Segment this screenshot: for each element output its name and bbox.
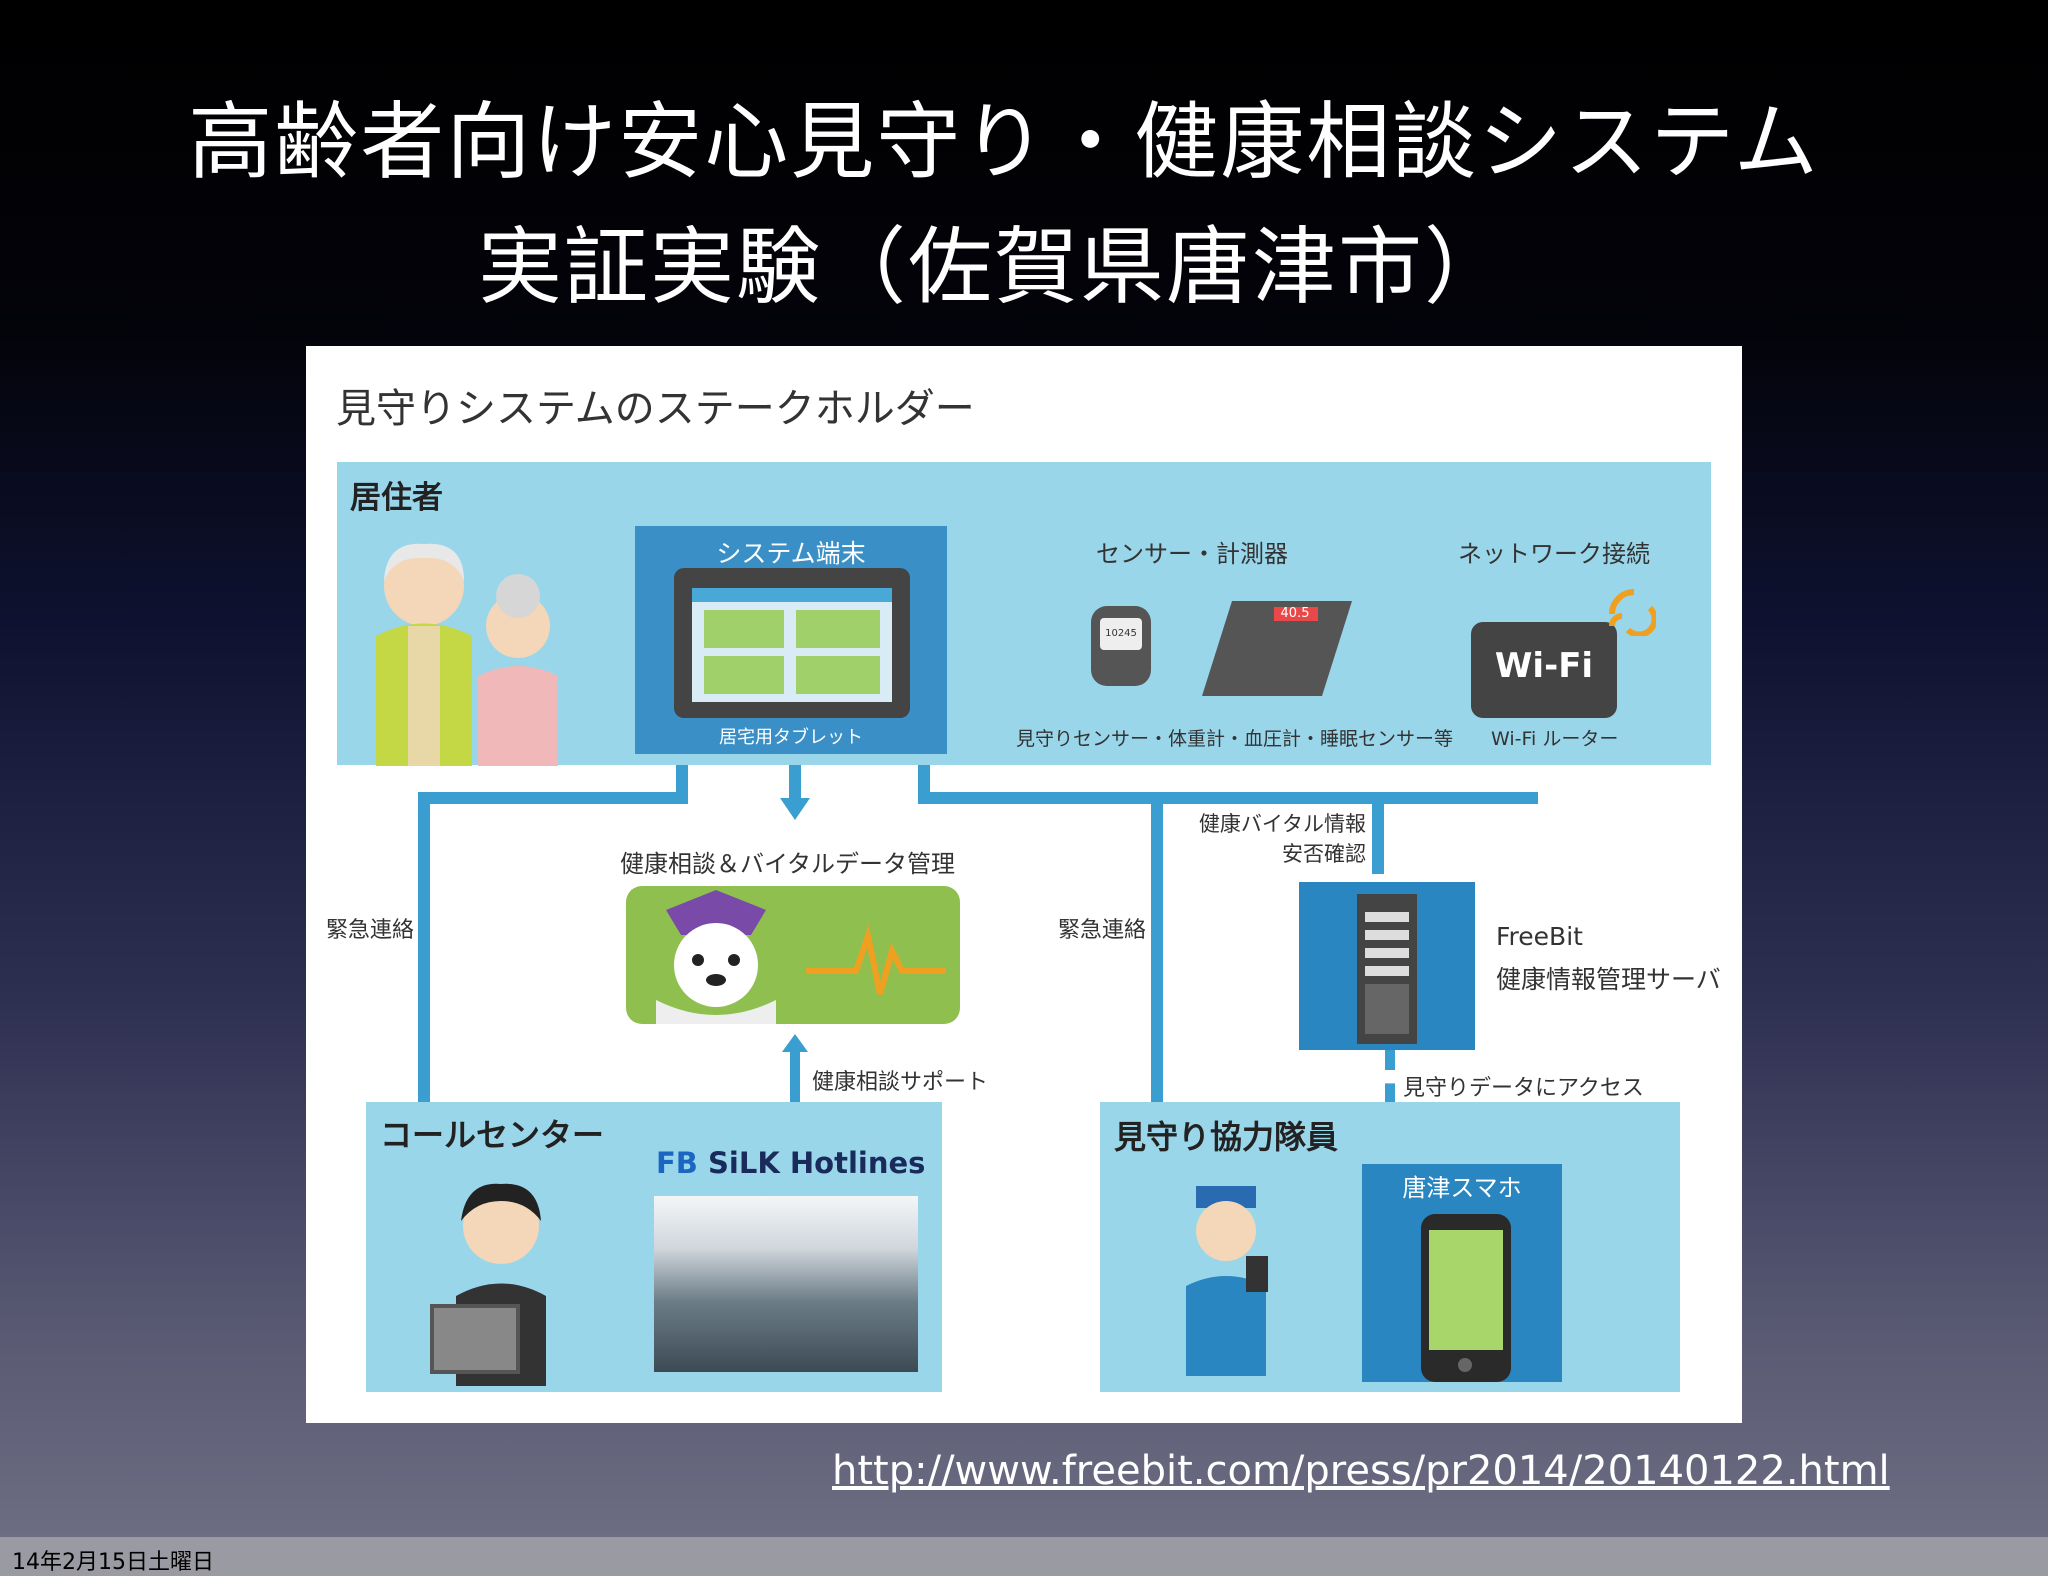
tablet-tile: [704, 656, 784, 694]
source-url-link[interactable]: http://www.freebit.com/press/pr2014/2014…: [832, 1448, 1890, 1494]
stakeholder-diagram: 見守りシステムのステークホルダー 居住者 システム端末 居宅用タ: [306, 346, 1742, 1423]
mascot-card: [626, 886, 960, 1024]
helper-person-icon: [1186, 1186, 1268, 1376]
connector-line: [918, 792, 1538, 804]
pedometer-icon: 10245: [1091, 606, 1151, 686]
vital-info-line2: 安否確認: [1282, 842, 1366, 866]
vital-data-label: 健康相談＆バイタルデータ管理: [620, 850, 956, 878]
access-label: 見守りデータにアクセス: [1403, 1076, 1644, 1101]
connector-line: [418, 792, 688, 804]
tablet-tile: [704, 610, 784, 648]
smartphone-screen: [1429, 1230, 1503, 1350]
connector-line: [676, 765, 688, 804]
connector-line: [418, 792, 430, 1145]
server-rack-icon: [1357, 894, 1417, 1044]
server-box: [1299, 882, 1475, 1050]
vital-info-line1: 健康バイタル情報: [1198, 812, 1366, 836]
sensor-caption: 見守りセンサー・体重計・血圧計・睡眠センサー等: [1016, 728, 1454, 750]
tablet-screen: [692, 588, 892, 702]
diagram-title: 見守りシステムのステークホルダー: [336, 386, 975, 432]
vital-info-label: 健康バイタル情報 安否確認: [1196, 808, 1366, 868]
elderly-couple-icon: [376, 543, 558, 766]
emergency-contact-right: 緊急連絡: [1058, 918, 1147, 943]
tablet-tile: [796, 610, 880, 648]
wifi-router-label: Wi-Fi: [1494, 646, 1594, 686]
home-button-icon: [1458, 1358, 1472, 1372]
scale-readout: 40.5: [1280, 606, 1310, 621]
terminal-caption: 居宅用タブレット: [719, 727, 863, 748]
sensor-heading: センサー・計測器: [1096, 540, 1288, 568]
slide-title-line2: 実証実験（佐賀県唐津市）: [477, 218, 1510, 316]
connector-line: [1151, 792, 1163, 1145]
operator-icon: [430, 1183, 546, 1386]
pedometer-readout: 10245: [1100, 618, 1142, 650]
slide-title-line1: 高齢者向け安心見守り・健康相談システム: [188, 93, 1820, 191]
support-arrow-shaft: [790, 1042, 800, 1160]
network-heading: ネットワーク接続: [1458, 540, 1650, 568]
wifi-signal-icon: [1609, 589, 1656, 636]
call-center-photo: [654, 1196, 918, 1372]
arrow-up-icon: [782, 1034, 808, 1052]
tablet-tile: [796, 656, 880, 694]
smartphone-icon: [1421, 1214, 1511, 1382]
terminal-heading: システム端末: [716, 539, 866, 568]
connector-arrow-shaft: [789, 765, 801, 803]
helper-heading: 見守り協力隊員: [1114, 1118, 1339, 1156]
emergency-contact-left: 緊急連絡: [326, 918, 415, 943]
server-description: 健康情報管理サーバ: [1496, 965, 1721, 994]
tablet-screen-header: [692, 588, 892, 602]
silk-logo-mark: FB: [656, 1146, 698, 1180]
connector-line: [1372, 792, 1384, 874]
resident-heading: 居住者: [350, 480, 443, 516]
silk-brand-text: SiLK Hotlines: [708, 1146, 926, 1180]
scale-icon: [1202, 601, 1352, 696]
slide-background: 高齢者向け安心見守り・健康相談システム 実証実験（佐賀県唐津市） 見守りシステム…: [0, 0, 2048, 1537]
call-center-heading: コールセンター: [380, 1116, 605, 1154]
wifi-caption: Wi-Fi ルーター: [1491, 728, 1619, 750]
support-label: 健康相談サポート: [812, 1070, 989, 1095]
date-footer: 14年2月15日土曜日: [12, 1550, 214, 1575]
arrow-down-icon: [780, 798, 810, 820]
server-name: FreeBit: [1496, 922, 1583, 951]
tablet-icon: [674, 568, 910, 718]
smartphone-heading: 唐津スマホ: [1402, 1174, 1522, 1202]
pulse-wave-icon: [806, 924, 946, 995]
wifi-router-icon: Wi-Fi: [1471, 622, 1617, 718]
connector-line: [918, 765, 930, 804]
silk-hotlines-logo: FB SiLK Hotlines: [656, 1146, 925, 1180]
mascot-icon: [656, 890, 776, 1024]
